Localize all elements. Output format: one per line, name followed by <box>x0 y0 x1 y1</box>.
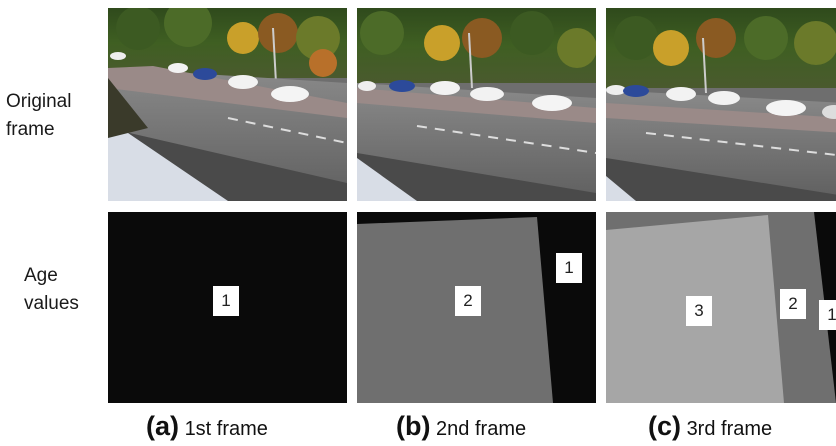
age-value-label: 1 <box>556 253 582 283</box>
age-map-frame-2: 2 1 <box>357 212 596 403</box>
age-map-frame-3: 3 2 1 <box>606 212 836 403</box>
caption-letter: (b) <box>396 411 431 441</box>
caption-frame-1: (a) 1st frame <box>146 411 268 442</box>
row-label-line: values <box>24 293 79 314</box>
age-value-label: 1 <box>213 286 239 316</box>
caption-text: 2nd frame <box>436 418 527 440</box>
caption-text: 1st frame <box>184 418 268 440</box>
original-frame-2-photo <box>357 8 596 201</box>
row-label-line: Original <box>6 91 72 112</box>
original-frame-1-photo <box>108 8 347 201</box>
caption-frame-3: (c) 3rd frame <box>648 411 772 442</box>
age-map-frame-1: 1 <box>108 212 347 403</box>
caption-letter: (a) <box>146 411 179 441</box>
row-label-line: frame <box>6 119 55 140</box>
original-frame-3-photo <box>606 8 836 201</box>
age-value-label: 3 <box>686 296 712 326</box>
age-value-label: 2 <box>455 286 481 316</box>
row-label-line: Age <box>24 265 58 286</box>
age-value-label: 2 <box>780 289 806 319</box>
caption-letter: (c) <box>648 411 681 441</box>
caption-frame-2: (b) 2nd frame <box>396 411 526 442</box>
row-label-age-values: Age values <box>24 262 116 318</box>
age-value-label: 1 <box>819 300 836 330</box>
caption-text: 3rd frame <box>686 418 773 440</box>
row-label-original-frame: Original frame <box>6 88 98 144</box>
